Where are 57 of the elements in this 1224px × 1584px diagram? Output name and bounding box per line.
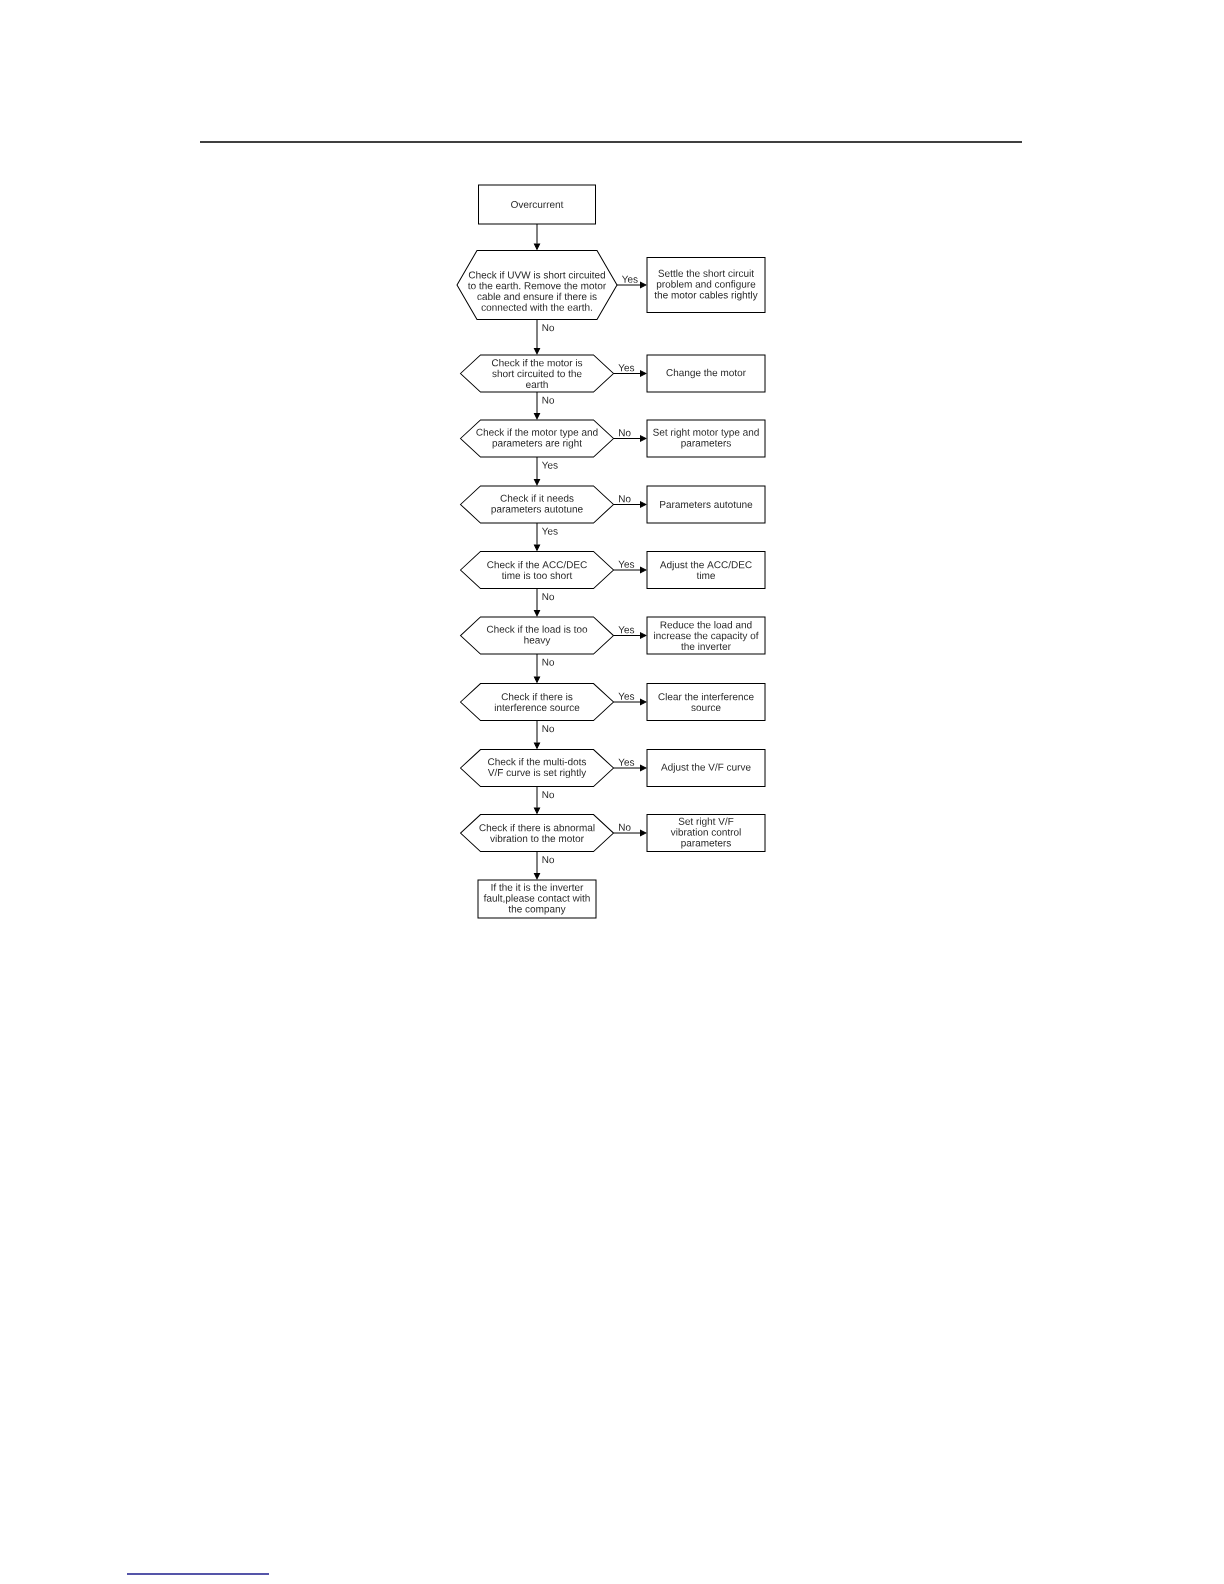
arrow	[533, 653, 541, 683]
arrow	[533, 786, 541, 814]
edge-label: Yes	[617, 363, 635, 372]
edge-label: Yes	[617, 625, 635, 634]
arrow	[533, 223, 541, 250]
decision-hexagon: Check if there is abnormal vibration to the motor	[460, 814, 614, 852]
arrow	[613, 501, 647, 508]
arrow	[533, 720, 541, 749]
edge-label: No	[541, 658, 555, 667]
decision-hexagon: Check if UVW is short circuited to the earth. Remove the motor cable and ensure if there is connected with the earth.	[456, 250, 618, 320]
process-box: Set right motor type and parameters	[646, 419, 766, 458]
edge-label: Yes	[617, 758, 635, 767]
process-box: If the it is the inverter fault,please contact with the company	[477, 879, 597, 919]
arrow	[613, 370, 647, 377]
edge-label: No	[617, 823, 632, 832]
decision-hexagon: Check if it needs parameters autotune	[460, 485, 614, 524]
arrow	[533, 851, 541, 880]
arrow	[613, 764, 647, 772]
arrow	[533, 522, 541, 551]
arrow	[616, 281, 647, 289]
process-box: Parameters autotune	[646, 485, 766, 524]
process-box: Adjust the V/F curve	[646, 749, 766, 787]
edge-label: No	[617, 428, 632, 437]
arrow	[533, 588, 541, 617]
edge-label: Yes	[617, 692, 635, 701]
decision-hexagon: Check if the motor is short circuited to the earth	[460, 354, 614, 393]
edge-label: No	[541, 724, 555, 733]
arrow	[533, 456, 541, 486]
edge-label: No	[541, 396, 555, 405]
process-box: Settle the short circuit problem and configure the motor cables rightly	[646, 257, 766, 313]
edge-label: No	[541, 592, 555, 601]
decision-hexagon: Check if there is interference source	[460, 683, 614, 721]
edge-label: No	[541, 855, 555, 864]
arrow	[613, 632, 647, 639]
edge-label: Yes	[541, 527, 559, 536]
edge-label: Yes	[541, 461, 559, 470]
arrow	[533, 319, 541, 355]
process-box: Overcurrent	[478, 184, 596, 225]
edge-label: No	[617, 494, 632, 503]
process-box: Set right V/F vibration control parameters	[646, 814, 766, 852]
arrow	[533, 391, 541, 420]
arrow	[613, 435, 647, 442]
edge-label: Yes	[617, 560, 635, 569]
decision-hexagon: Check if the motor type and parameters are right	[460, 419, 614, 458]
arrow	[613, 698, 647, 706]
decision-hexagon: Check if the load is too heavy	[460, 616, 614, 655]
process-box: Adjust the ACC/DEC time	[646, 551, 766, 589]
process-box: Clear the interference source	[646, 683, 766, 721]
decision-hexagon: Check if the ACC/DEC time is too short	[460, 551, 614, 589]
arrow	[613, 829, 647, 837]
edge-label: Yes	[621, 275, 639, 284]
edge-label: No	[541, 790, 555, 799]
arrow	[613, 566, 647, 574]
decision-hexagon: Check if the multi-dots V/F curve is set rightly	[460, 749, 614, 787]
process-box: Change the motor	[646, 354, 766, 393]
edge-label: No	[541, 323, 555, 332]
process-box: Reduce the load and increase the capacity of the inverter	[646, 616, 766, 655]
